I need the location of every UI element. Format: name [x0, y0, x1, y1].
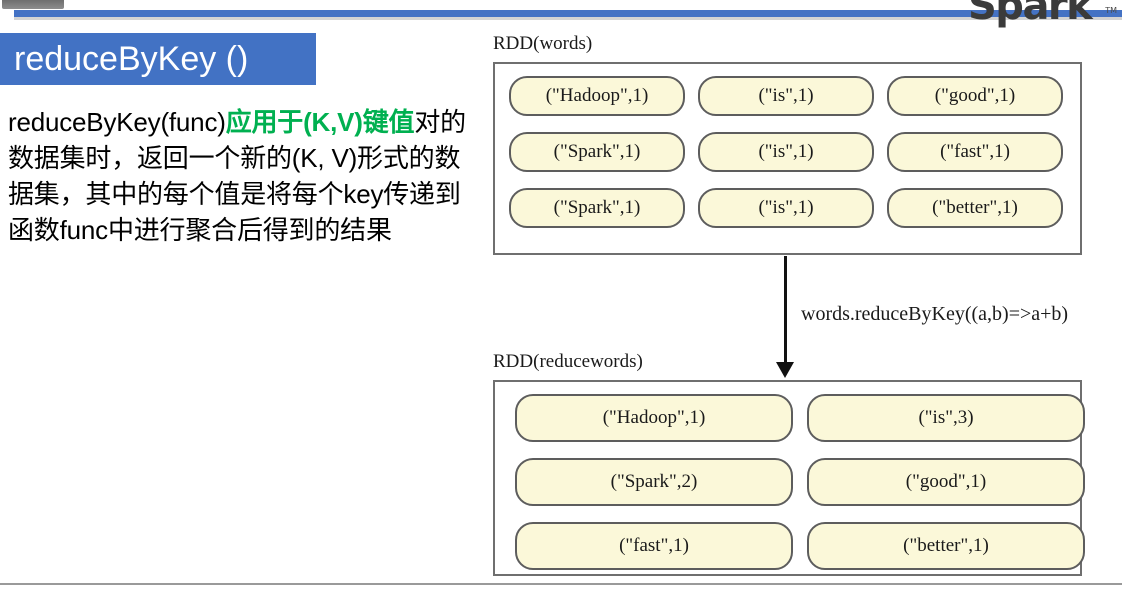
trademark-symbol: TM	[1105, 6, 1117, 15]
description-part-2: 对的数据集时，返回一个新的(K, V)形式的数据集，其中的每个值是将每个key传…	[8, 107, 466, 245]
rdd-pair-pill: ("better",1)	[887, 188, 1063, 228]
rdd-pair-pill: ("Hadoop",1)	[515, 394, 793, 442]
header-rule	[14, 10, 1122, 17]
spark-logo: Spark TM	[968, 0, 1118, 40]
rdd-pair-pill: ("good",1)	[807, 458, 1085, 506]
transform-arrow-head-icon	[776, 362, 794, 378]
source-rdd-box: ("Hadoop",1) ("is",1) ("good",1) ("Spark",1…	[493, 62, 1082, 255]
slide-title-banner: reduceByKey ()	[0, 33, 316, 85]
description-part-1: reduceByKey(func)	[8, 107, 226, 137]
description-paragraph: reduceByKey(func)应用于(K,V)键值对的数据集时，返回一个新的…	[8, 104, 480, 248]
rdd-pair-pill: ("fast",1)	[515, 522, 793, 570]
source-rdd-label: RDD(words)	[493, 33, 593, 54]
rdd-pair-pill: ("Hadoop",1)	[509, 76, 685, 116]
rdd-pair-pill: ("is",1)	[698, 76, 874, 116]
result-rdd-label: RDD(reducewords)	[493, 351, 643, 372]
footer-rule	[0, 583, 1122, 585]
page-title: reduceByKey ()	[14, 39, 249, 78]
spark-wordmark: Spark	[968, 0, 1093, 29]
rdd-pair-pill: ("fast",1)	[887, 132, 1063, 172]
rdd-pair-pill: ("is",3)	[807, 394, 1085, 442]
transform-caption: words.reduceByKey((a,b)=>a+b)	[801, 303, 1069, 325]
rdd-pair-pill: ("Spark",1)	[509, 188, 685, 228]
rdd-pair-pill: ("is",1)	[698, 132, 874, 172]
rdd-pair-pill: ("is",1)	[698, 188, 874, 228]
rdd-pair-pill: ("better",1)	[807, 522, 1085, 570]
description-highlight: 应用于(K,V)键值	[225, 107, 415, 137]
rdd-pair-pill: ("Spark",1)	[509, 132, 685, 172]
window-chrome-nub	[2, 0, 64, 9]
header-rule-shadow	[14, 17, 1122, 20]
result-rdd-box: ("Hadoop",1) ("is",3) ("Spark",2) ("good",1…	[493, 380, 1085, 576]
rdd-pair-pill: ("good",1)	[887, 76, 1063, 116]
rdd-pair-pill: ("Spark",2)	[515, 458, 793, 506]
transform-arrow-line	[784, 256, 787, 366]
